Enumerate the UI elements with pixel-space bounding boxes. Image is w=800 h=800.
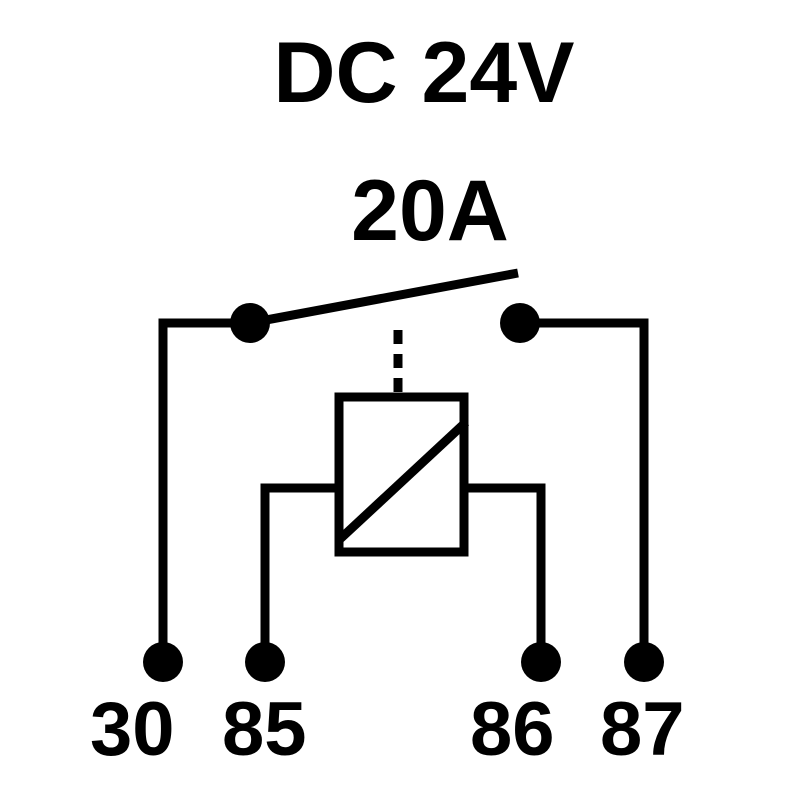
pin-label-30: 30: [90, 687, 175, 772]
pin-86-wire: [464, 483, 546, 660]
voltage-rating: DC 24V: [273, 25, 575, 121]
current-rating: 20A: [351, 163, 509, 259]
pin-85-wire: [260, 483, 339, 660]
coil-box: [334, 392, 469, 557]
no-contact-dot: [500, 303, 540, 343]
pin-label-85: 85: [222, 687, 307, 772]
pin-label-87: 87: [600, 687, 685, 772]
coil-diagonal: [335, 418, 470, 544]
common-contact-dot: [230, 303, 270, 343]
pin-label-86: 86: [470, 687, 555, 772]
pin-30-wire: [158, 318, 250, 660]
pin-87-wire: [520, 318, 649, 660]
switch-arm: [249, 268, 519, 328]
pin-85-terminal: [245, 642, 285, 682]
pin-87-terminal: [624, 642, 664, 682]
pin-86-terminal: [521, 642, 561, 682]
pin-30-terminal: [143, 642, 183, 682]
